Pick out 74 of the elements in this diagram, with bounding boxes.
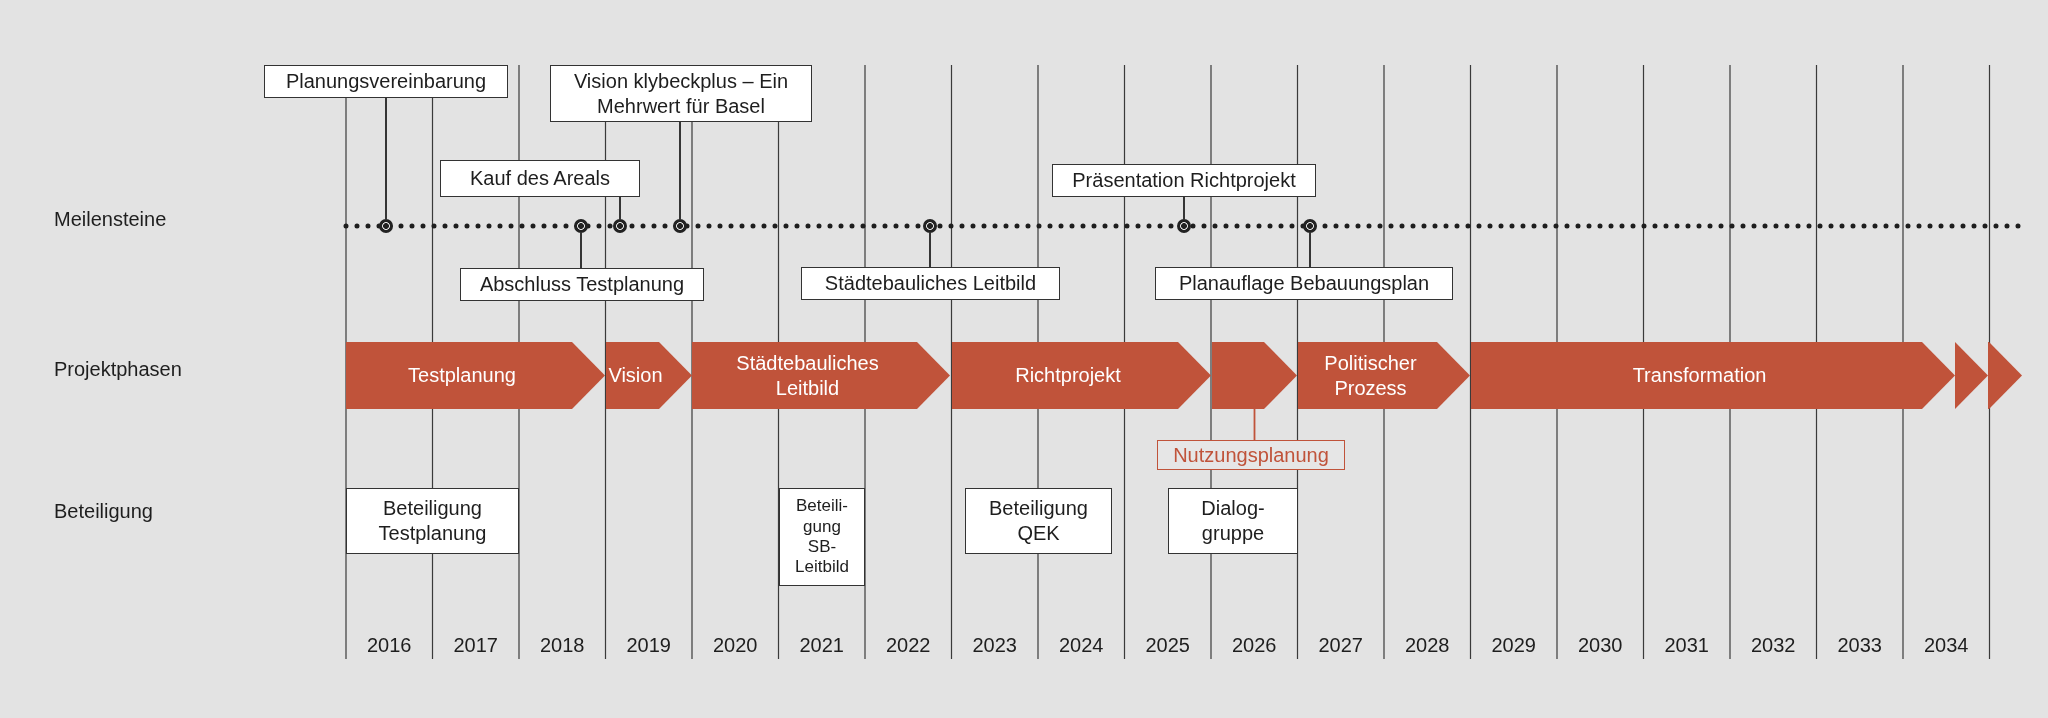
year-label: 2026 bbox=[1231, 634, 1278, 657]
year-label: 2034 bbox=[1923, 634, 1970, 657]
leader-line bbox=[1309, 232, 1311, 268]
box-label: Planauflage Bebauungsplan bbox=[1178, 271, 1430, 296]
leader-line bbox=[385, 97, 387, 220]
year-label: 2016 bbox=[366, 634, 413, 657]
year-label: 2021 bbox=[798, 634, 845, 657]
milestone-box bbox=[1155, 267, 1453, 300]
participation-box bbox=[965, 488, 1112, 554]
year-label: 2017 bbox=[452, 634, 499, 657]
box-label: Nutzungsplanung bbox=[1173, 442, 1329, 468]
year-label: 2033 bbox=[1836, 634, 1883, 657]
leader-line bbox=[679, 121, 681, 220]
row-label: Projektphasen bbox=[54, 358, 182, 381]
year-label: 2023 bbox=[971, 634, 1018, 657]
year-label: 2032 bbox=[1750, 634, 1797, 657]
box-label: Beteiligung Testplanung bbox=[377, 496, 488, 546]
phase-label: Politischer Prozess bbox=[1323, 350, 1418, 401]
milestone-box bbox=[801, 267, 1060, 300]
row-label: Meilensteine bbox=[54, 208, 167, 231]
box-label: Kauf des Areals bbox=[469, 166, 611, 191]
leader-line bbox=[580, 232, 582, 269]
box-label: Dialog- gruppe bbox=[1200, 496, 1266, 546]
phase-bar bbox=[606, 342, 692, 409]
year-label: 2031 bbox=[1663, 634, 1710, 657]
participation-box bbox=[1168, 488, 1298, 554]
box-label: Beteili- gung SB- Leitbild bbox=[794, 496, 850, 578]
milestone-marker bbox=[574, 219, 588, 233]
phase-label: Transformation bbox=[1632, 363, 1767, 388]
year-label: 2019 bbox=[625, 634, 672, 657]
phase-label: Testplanung bbox=[408, 363, 516, 388]
year-label: 2022 bbox=[885, 634, 932, 657]
milestone-box bbox=[264, 65, 508, 98]
phase-bar bbox=[952, 342, 1211, 409]
milestone-marker bbox=[613, 219, 627, 233]
year-label: 2020 bbox=[712, 634, 759, 657]
box-label: Planungsvereinbarung bbox=[285, 69, 487, 94]
participation-box bbox=[779, 488, 865, 586]
year-label: 2030 bbox=[1577, 634, 1624, 657]
year-label: 2028 bbox=[1404, 634, 1451, 657]
phase-bar bbox=[346, 342, 605, 409]
milestone-box bbox=[550, 65, 812, 122]
row-label: Beteiligung bbox=[54, 500, 153, 523]
year-label: 2027 bbox=[1317, 634, 1364, 657]
milestone-box bbox=[440, 160, 640, 197]
milestone-marker bbox=[379, 219, 393, 233]
milestone-marker bbox=[1177, 219, 1191, 233]
milestone-marker bbox=[923, 219, 937, 233]
phase-label: Vision bbox=[608, 363, 663, 388]
phase-label: Richtprojekt bbox=[1015, 363, 1121, 388]
leader-line bbox=[619, 196, 621, 220]
leader-line bbox=[1183, 196, 1185, 220]
box-label: Städtebauliches Leitbild bbox=[824, 271, 1037, 296]
year-label: 2025 bbox=[1144, 634, 1191, 657]
year-label: 2018 bbox=[539, 634, 586, 657]
milestone-box bbox=[460, 268, 704, 301]
milestone-box bbox=[1052, 164, 1316, 197]
phase-bar bbox=[1298, 342, 1470, 409]
year-label: 2024 bbox=[1058, 634, 1105, 657]
leader-line bbox=[1253, 408, 1256, 441]
participation-box bbox=[346, 488, 519, 554]
box-label: Beteiligung QEK bbox=[988, 496, 1089, 546]
box-label: Präsentation Richtprojekt bbox=[1072, 168, 1296, 193]
year-label: 2029 bbox=[1490, 634, 1537, 657]
box-label: Vision klybeckplus – Ein Mehrwert für Basel bbox=[572, 68, 790, 119]
phase-label: Städtebauliches Leitbild bbox=[735, 350, 880, 401]
milestone-marker bbox=[673, 219, 687, 233]
phase-bar bbox=[692, 342, 950, 409]
phase-bar bbox=[1471, 342, 1955, 409]
phase-bar bbox=[1212, 342, 1297, 409]
leader-line bbox=[929, 232, 931, 268]
phase-note-box bbox=[1157, 440, 1345, 470]
milestone-marker bbox=[1303, 219, 1317, 233]
box-label: Abschluss Testplanung bbox=[479, 272, 685, 297]
